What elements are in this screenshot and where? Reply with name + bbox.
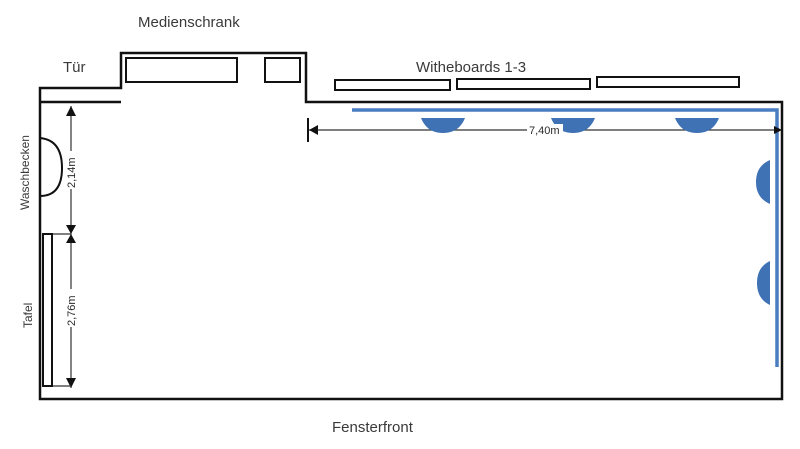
- room-outline: [38, 51, 784, 401]
- whiteboard-2: [456, 78, 591, 90]
- label-blackboard: Tafel: [21, 303, 35, 328]
- media-cabinet-box-small: [264, 57, 301, 83]
- label-sink: Waschbecken: [18, 135, 32, 210]
- dim-arrow-left: [309, 125, 318, 135]
- blue-rail: [352, 108, 779, 367]
- whiteboard-3: [596, 76, 740, 88]
- dim-bg-room-length: [527, 124, 563, 136]
- lamp-top-3: [675, 118, 719, 133]
- dim-bg-sink: [65, 151, 77, 189]
- lamp-side-2: [757, 261, 770, 305]
- media-cabinet-box-large: [125, 57, 238, 83]
- dim-arrow-sink-top: [66, 106, 76, 116]
- lamp-side-1: [756, 160, 770, 204]
- blackboard: [42, 233, 53, 387]
- lamp-top-1: [421, 118, 465, 133]
- label-media-cabinet: Medienschrank: [138, 14, 240, 31]
- dim-arrow-board-bottom: [66, 378, 76, 388]
- dim-label-room-length: 7,40m: [529, 125, 560, 137]
- dim-arrow-sink-bottom: [66, 225, 76, 234]
- label-window-front: Fensterfront: [332, 419, 414, 436]
- dim-arrow-board-top: [66, 234, 76, 243]
- dim-arrow-right: [774, 126, 782, 134]
- dim-label-board: 2,76m: [66, 295, 78, 326]
- label-door: Tür: [63, 59, 86, 76]
- dim-label-sink: 2,14m: [66, 157, 78, 188]
- whiteboard-1: [334, 79, 451, 91]
- label-whiteboards: Witheboards 1-3: [416, 59, 526, 76]
- sink-shape: [39, 137, 64, 197]
- dim-bg-board: [65, 289, 77, 327]
